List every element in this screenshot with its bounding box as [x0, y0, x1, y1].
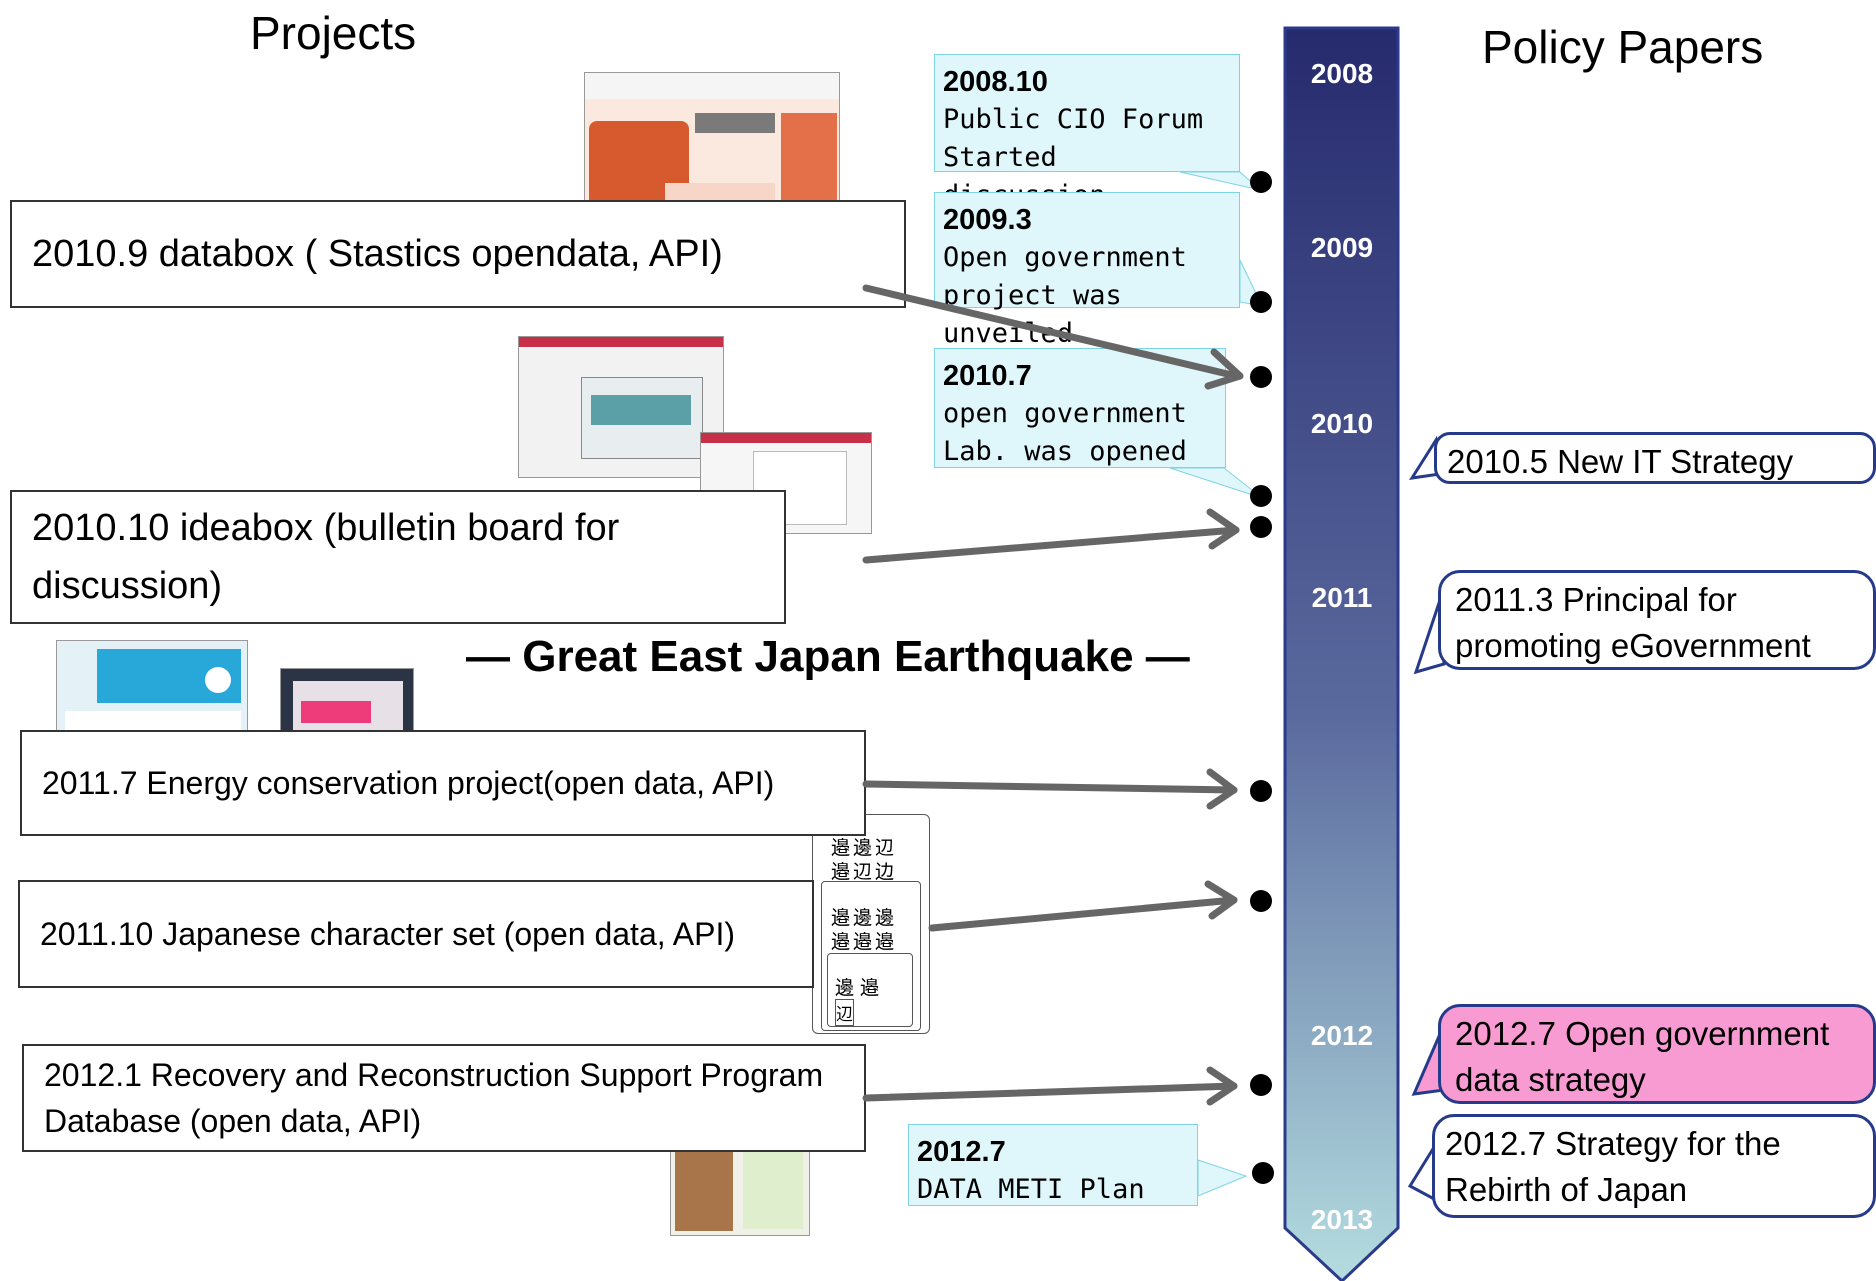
arrowhead-databox — [1204, 348, 1244, 390]
callout-2009-3-line-1: Open government — [943, 242, 1187, 273]
timeline-dot-2011-7 — [1250, 780, 1272, 802]
arrowhead-energy — [1206, 768, 1238, 810]
year-label-2010: 2010 — [1310, 408, 1374, 439]
timeline-dot-2011-10 — [1250, 890, 1272, 912]
policy-2010-5: 2010.5 New IT Strategy — [1434, 432, 1876, 484]
arrow-databox — [862, 284, 1240, 380]
project-character-set: 2011.10 Japanese character set (open dat… — [18, 880, 814, 988]
arrowhead-recovery — [1206, 1066, 1238, 1106]
timeline-dot-2012-7 — [1252, 1162, 1274, 1184]
project-databox-label: 2010.9 databox ( Stastics opendata, API) — [32, 232, 723, 275]
timeline-dot-2012-1 — [1250, 1074, 1272, 1096]
callout-2012-7-tail — [1197, 1159, 1248, 1197]
arrow-ideabox — [862, 526, 1240, 564]
callout-2008-10-line-1: Public CIO Forum — [943, 104, 1204, 135]
policy-2012-7-open-data-label: 2012.7 Open government data strategy — [1455, 1015, 1830, 1098]
callout-2012-7: 2012.7 DATA METI Plan — [908, 1124, 1198, 1206]
callout-2010-7: 2010.7 open government Lab. was opened — [934, 348, 1226, 468]
callout-2010-7-date: 2010.7 — [943, 360, 1032, 392]
kanji-row-5: 邊 邉 — [835, 977, 880, 999]
project-ideabox-label: 2010.10 ideabox (bulletin board for disc… — [32, 507, 620, 607]
timeline-dot-2010-9 — [1250, 366, 1272, 388]
timeline-dot-2010-10 — [1250, 516, 1272, 538]
project-character-set-label: 2011.10 Japanese character set (open dat… — [40, 915, 735, 952]
year-label-2013: 2013 — [1310, 1204, 1374, 1235]
policy-2011-3: 2011.3 Principal for promoting eGovernme… — [1438, 570, 1876, 670]
callout-2008-10-date: 2008.10 — [943, 66, 1048, 98]
year-label-2011: 2011 — [1311, 582, 1373, 613]
callout-2010-7-line-2: Lab. was opened — [943, 436, 1187, 467]
callout-2012-7-line-1: DATA METI Plan — [917, 1174, 1145, 1205]
earthquake-divider: — Great East Japan Earthquake — — [466, 632, 1190, 681]
arrow-energy — [862, 780, 1238, 794]
year-label-2012: 2012 — [1310, 1020, 1374, 1051]
callout-2009-3-date: 2009.3 — [943, 204, 1032, 236]
kanji-row-6: 辺 — [835, 999, 854, 1026]
project-recovery: 2012.1 Recovery and Reconstruction Suppo… — [22, 1044, 866, 1152]
project-energy-label: 2011.7 Energy conservation project(open … — [42, 764, 775, 801]
kanji-row-4: 邉邉邉 — [831, 931, 898, 953]
callout-2009-3: 2009.3 Open government project was unvei… — [934, 192, 1240, 349]
policy-2011-3-label: 2011.3 Principal for promoting eGovernme… — [1455, 581, 1811, 664]
policy-2010-5-label: 2010.5 New IT Strategy — [1447, 443, 1794, 480]
year-label-2009: 2009 — [1310, 232, 1374, 263]
arrowhead-ideabox — [1206, 508, 1240, 550]
kanji-row-3: 邉邊邊 — [831, 907, 898, 929]
timeline-dot-2008-10 — [1250, 171, 1272, 193]
project-ideabox: 2010.10 ideabox (bulletin board for disc… — [10, 490, 786, 624]
callout-2010-7-line-1: open government — [943, 398, 1187, 429]
kanji-row-2: 邉辺边 — [831, 861, 898, 883]
policy-2012-7-open-data: 2012.7 Open government data strategy — [1438, 1004, 1876, 1104]
character-set-image: 邉邊辺 邉辺边 邉邊邊 邉邉邉 邊 邉 辺 — [812, 814, 930, 1034]
callout-2012-7-date: 2012.7 — [917, 1136, 1006, 1168]
project-databox: 2010.9 databox ( Stastics opendata, API) — [10, 200, 906, 308]
projects-heading: Projects — [250, 7, 417, 59]
year-label-2008: 2008 — [1310, 58, 1374, 89]
project-recovery-label: 2012.1 Recovery and Reconstruction Suppo… — [44, 1057, 824, 1139]
arrow-recovery — [862, 1082, 1238, 1102]
kanji-row-1: 邉邊辺 — [831, 837, 898, 859]
callout-2009-3-line-2: project was unveiled — [943, 280, 1122, 349]
timeline-dot-2009-3 — [1250, 291, 1272, 313]
timeline-dot-2010-7 — [1250, 485, 1272, 507]
policy-papers-heading: Policy Papers — [1482, 21, 1764, 73]
ideabox-screenshot-1 — [518, 336, 724, 478]
arrow-character-set — [928, 896, 1238, 932]
policy-2012-7-rebirth: 2012.7 Strategy for the Rebirth of Japan — [1432, 1114, 1876, 1218]
arrowhead-character-set — [1204, 880, 1238, 920]
policy-2012-7-rebirth-label: 2012.7 Strategy for the Rebirth of Japan — [1445, 1125, 1781, 1208]
callout-2010-7-tail — [1169, 467, 1263, 499]
